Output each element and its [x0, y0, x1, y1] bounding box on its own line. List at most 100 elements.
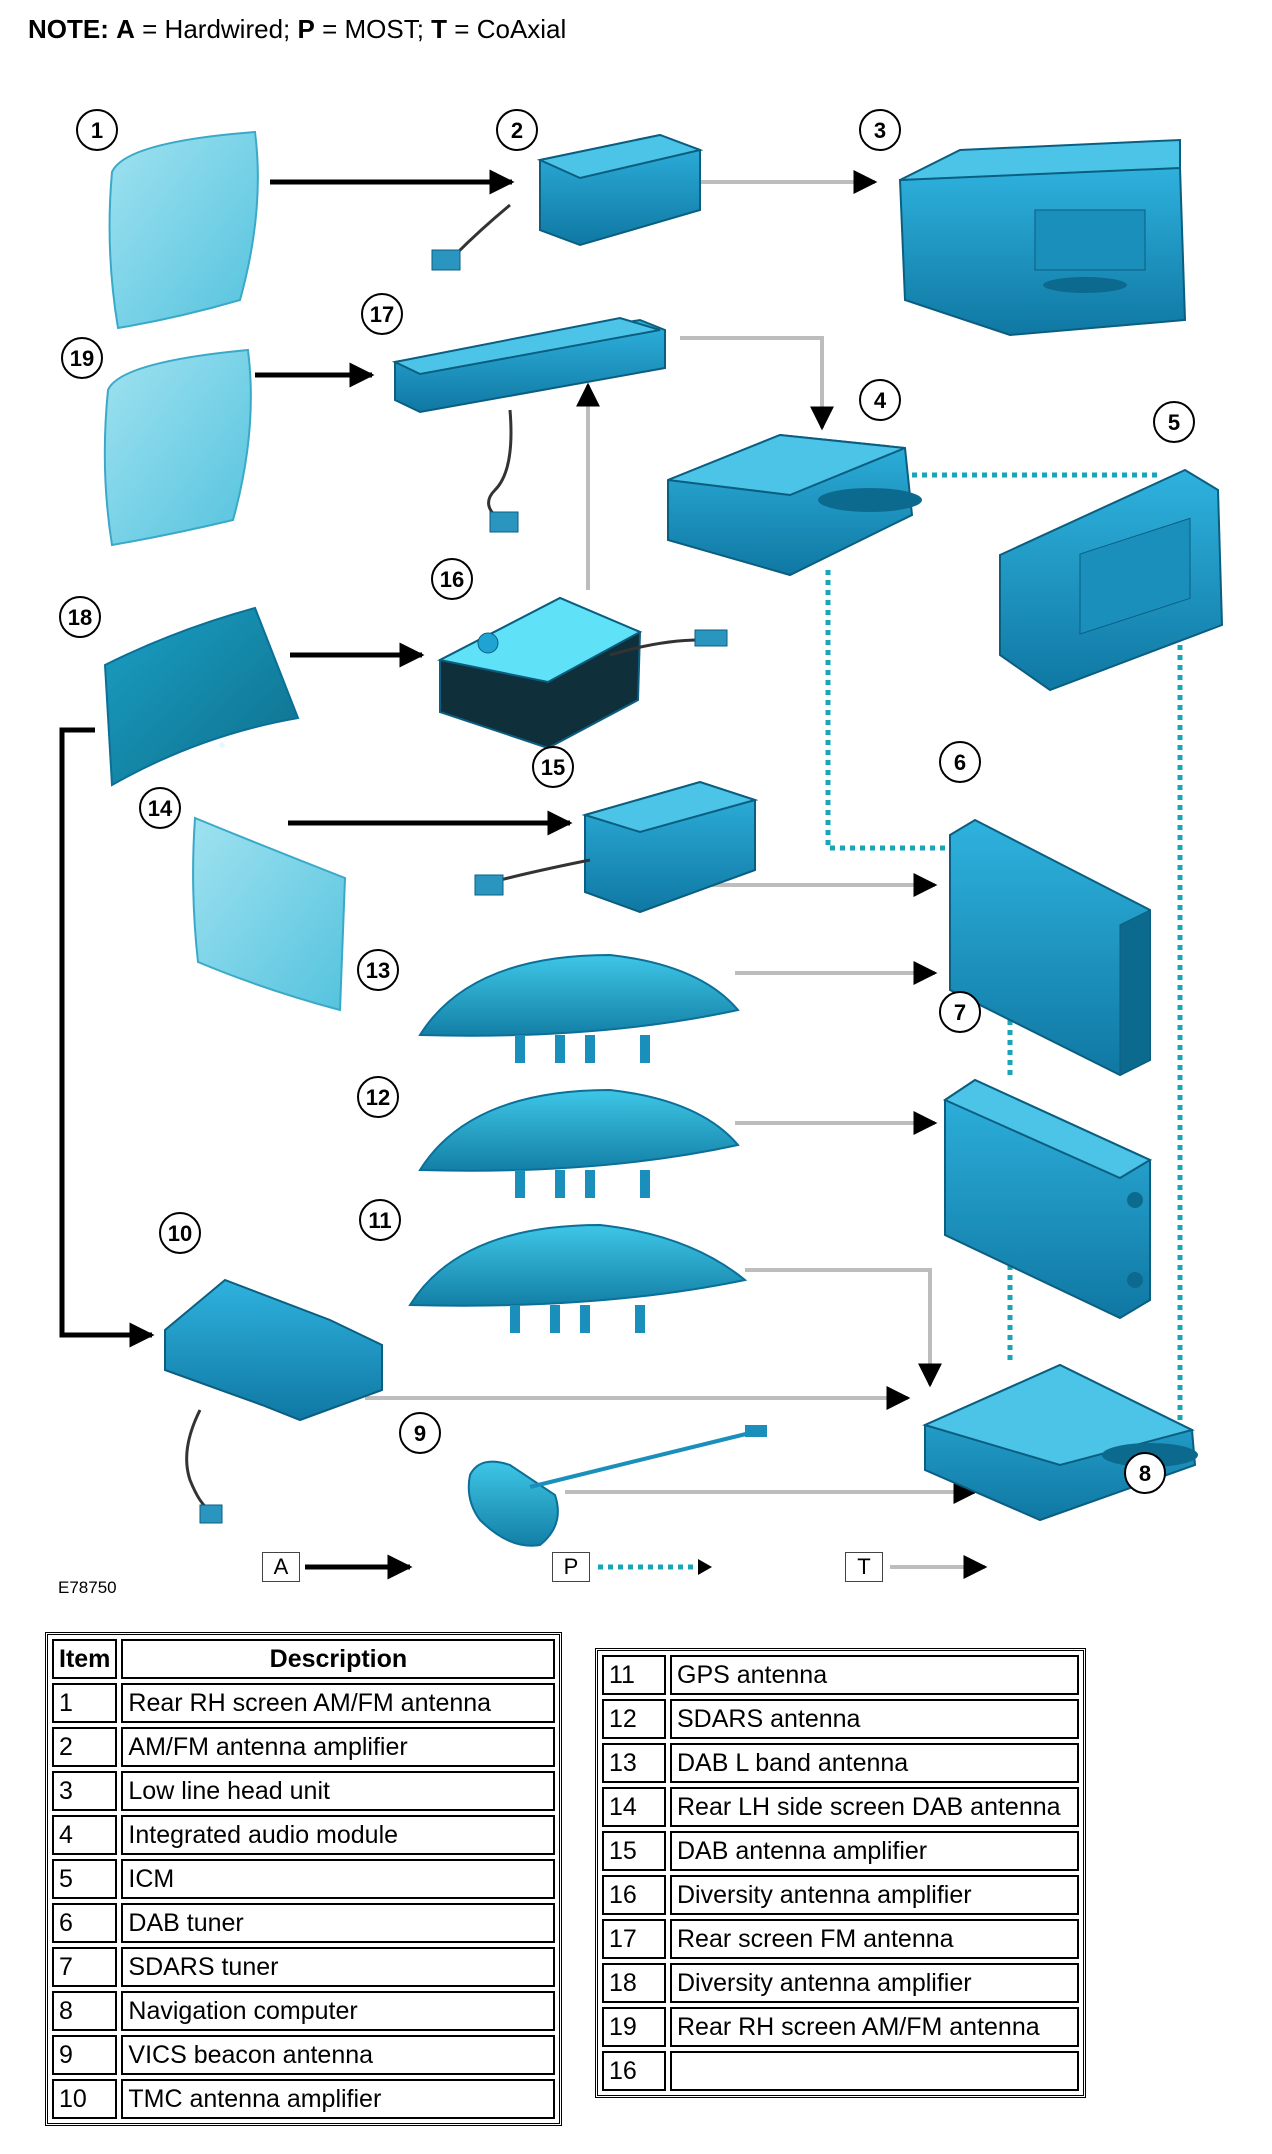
- description-cell: Diversity antenna amplifier: [670, 1963, 1079, 2003]
- callout-label: 18: [68, 605, 92, 630]
- item-cell: 15: [602, 1831, 666, 1871]
- item-cell: 19: [602, 2007, 666, 2047]
- callout-16: 16: [431, 558, 473, 600]
- integrated-audio-module-4: [667, 433, 922, 577]
- description-cell: DAB tuner: [121, 1903, 556, 1943]
- note-t-key: T: [431, 14, 448, 44]
- navigation-computer-8: [922, 1363, 1198, 1522]
- description-cell: SDARS tuner: [121, 1947, 556, 1987]
- description-cell: ICM: [121, 1859, 556, 1899]
- note-line: NOTE: A = Hardwired; P = MOST; T = CoAxi…: [28, 14, 566, 45]
- item-cell: 6: [52, 1903, 118, 1943]
- dab-amplifier-15: [474, 780, 759, 914]
- callout-8: 8: [1124, 1452, 1166, 1494]
- screen-mount-point: [219, 742, 225, 748]
- description-cell: SDARS antenna: [670, 1699, 1079, 1739]
- item-cell: 16: [602, 1875, 666, 1915]
- callout-label: 16: [440, 567, 464, 592]
- item-cell: 7: [52, 1947, 118, 1987]
- callout-label: 1: [91, 118, 103, 143]
- description-cell: Rear screen FM antenna: [670, 1919, 1079, 1959]
- tmc-amplifier-10: [164, 1278, 383, 1524]
- note-t-text: = CoAxial: [454, 14, 567, 44]
- dab-tuner-6: [949, 818, 1151, 1077]
- callout-11: 11: [359, 1199, 401, 1241]
- callout-label: 6: [954, 750, 966, 775]
- description-cell: Low line head unit: [121, 1771, 556, 1811]
- coax-18-to-4: [680, 336, 834, 431]
- callout-4: 4: [859, 379, 901, 421]
- callout-label: 12: [366, 1085, 390, 1110]
- callout-10: 10: [159, 1212, 201, 1254]
- item-cell: 17: [602, 1919, 666, 1959]
- description-cell: DAB antenna amplifier: [670, 1831, 1079, 1871]
- legend: [305, 1554, 988, 1580]
- callout-13: 13: [357, 949, 399, 991]
- legend-a-box: A: [262, 1552, 300, 1582]
- vics-beacon-antenna-9: [467, 1425, 767, 1547]
- legend-t-box: T: [845, 1552, 883, 1582]
- coax-11-to-8: [745, 1268, 942, 1388]
- callout-label: 14: [148, 796, 173, 821]
- description-cell: Navigation computer: [121, 1991, 556, 2031]
- item-cell: 14: [602, 1787, 666, 1827]
- description-cell: Rear LH side screen DAB antenna: [670, 1787, 1079, 1827]
- sdars-antenna-12: [418, 1088, 740, 1198]
- header-item: Item: [52, 1639, 118, 1679]
- description-cell: Diversity antenna amplifier: [670, 1875, 1079, 1915]
- callout-label: 17: [370, 302, 394, 327]
- connection-lines: [59, 169, 1183, 1504]
- item-cell: 9: [52, 2035, 118, 2075]
- callout-7: 7: [939, 991, 981, 1033]
- callout-12: 12: [357, 1076, 399, 1118]
- item-cell: 16: [602, 2051, 666, 2091]
- item-cell: 11: [602, 1655, 666, 1695]
- description-cell: VICS beacon antenna: [121, 2035, 556, 2075]
- diversity-amplifier-16: [437, 596, 728, 750]
- sdars-tuner-7: [942, 1078, 1153, 1320]
- figure-code: E78750: [58, 1578, 117, 1597]
- description-cell: Rear RH screen AM/FM antenna: [670, 2007, 1079, 2047]
- low-line-head-unit-3: [898, 138, 1187, 337]
- callout-label: 15: [541, 755, 565, 780]
- dab-l-band-antenna-13: [418, 953, 740, 1063]
- note-p-key: P: [297, 14, 315, 44]
- callout-2: 2: [496, 109, 538, 151]
- item-cell: 1: [52, 1683, 118, 1723]
- note-a-text: = Hardwired;: [142, 14, 291, 44]
- item-cell: 2: [52, 1727, 118, 1767]
- item-cell: 5: [52, 1859, 118, 1899]
- amfm-amplifier-2: [431, 133, 704, 271]
- callout-label: 5: [1168, 410, 1180, 435]
- callout-label: 11: [368, 1208, 391, 1233]
- callout-label: 8: [1139, 1461, 1151, 1486]
- item-cell: 3: [52, 1771, 118, 1811]
- callout-19: 19: [61, 337, 103, 379]
- table-header-row: Item Description: [52, 1639, 556, 1679]
- item-cell: 12: [602, 1699, 666, 1739]
- legend-most-arrowhead: [698, 1559, 712, 1575]
- rear-rh-screen-antenna-19: [103, 348, 252, 547]
- item-cell: 4: [52, 1815, 118, 1855]
- gps-antenna-11: [408, 1223, 748, 1333]
- callout-3: 3: [859, 109, 901, 151]
- wire-17-to-10: [59, 727, 155, 1348]
- callout-5: 5: [1153, 401, 1195, 443]
- rear-rh-screen-antenna-1: [108, 130, 259, 330]
- callout-6: 6: [939, 741, 981, 783]
- callout-1: 1: [76, 109, 118, 151]
- table-row: 16: [602, 2051, 1079, 2091]
